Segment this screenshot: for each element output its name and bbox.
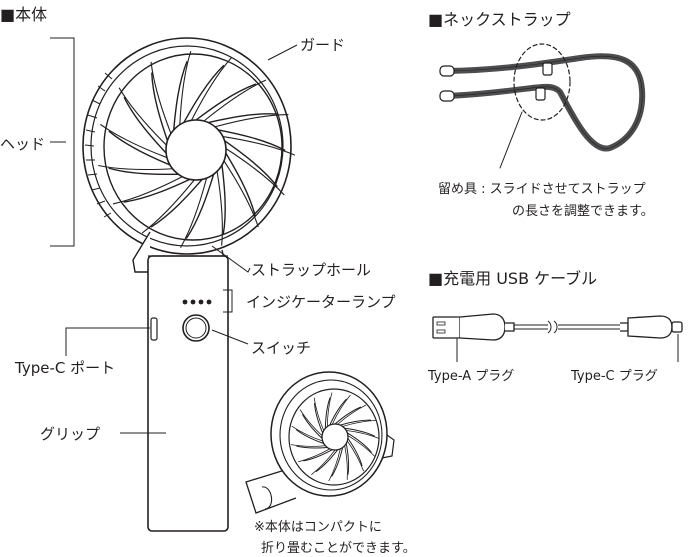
main-body-heading: ■本体	[0, 5, 47, 24]
leader-lines	[50, 37, 298, 434]
type-c-port-slot	[150, 317, 158, 341]
type-c-plug-label: Type-C プラグ	[570, 369, 658, 384]
guard-label: ガード	[300, 36, 345, 54]
fastener-note-line2: の長さを調整できます。	[512, 204, 654, 219]
cable-leader-lines	[456, 334, 679, 362]
grip-label: グリップ	[40, 425, 100, 443]
strap-fastener	[542, 62, 553, 76]
neck-strap	[439, 43, 646, 169]
indicator-dots	[182, 299, 212, 305]
diagram-labels: ■本体 ヘッド ガード ストラップホール インジケーターランプ スイッチ Typ…	[0, 5, 658, 556]
indicator-lamp-label: インジケーターランプ	[246, 293, 396, 311]
folded-fan	[245, 371, 395, 514]
fan-head	[82, 37, 296, 255]
usb-cable	[432, 313, 683, 341]
type-c-port-label: Type-C ポート	[14, 359, 115, 377]
switch-label: スイッチ	[251, 339, 311, 357]
usb-cable-heading: ■充電用 USB ケーブル	[428, 269, 597, 288]
grip-body	[147, 255, 229, 532]
fastener-note-line1: 留め具 : スライドさせてストラップ	[438, 182, 646, 197]
foldable-note-line1: ※本体はコンパクトに	[254, 520, 382, 535]
fan-hub	[165, 119, 227, 181]
neck-strap-heading: ■ネックストラップ	[428, 10, 571, 29]
foldable-note-line2: 折り畳むことができます。	[261, 541, 416, 556]
head-label: ヘッド	[0, 135, 45, 153]
type-a-plug-label: Type-A プラグ	[427, 369, 514, 384]
strap-hole-label: ストラップホール	[251, 261, 371, 279]
